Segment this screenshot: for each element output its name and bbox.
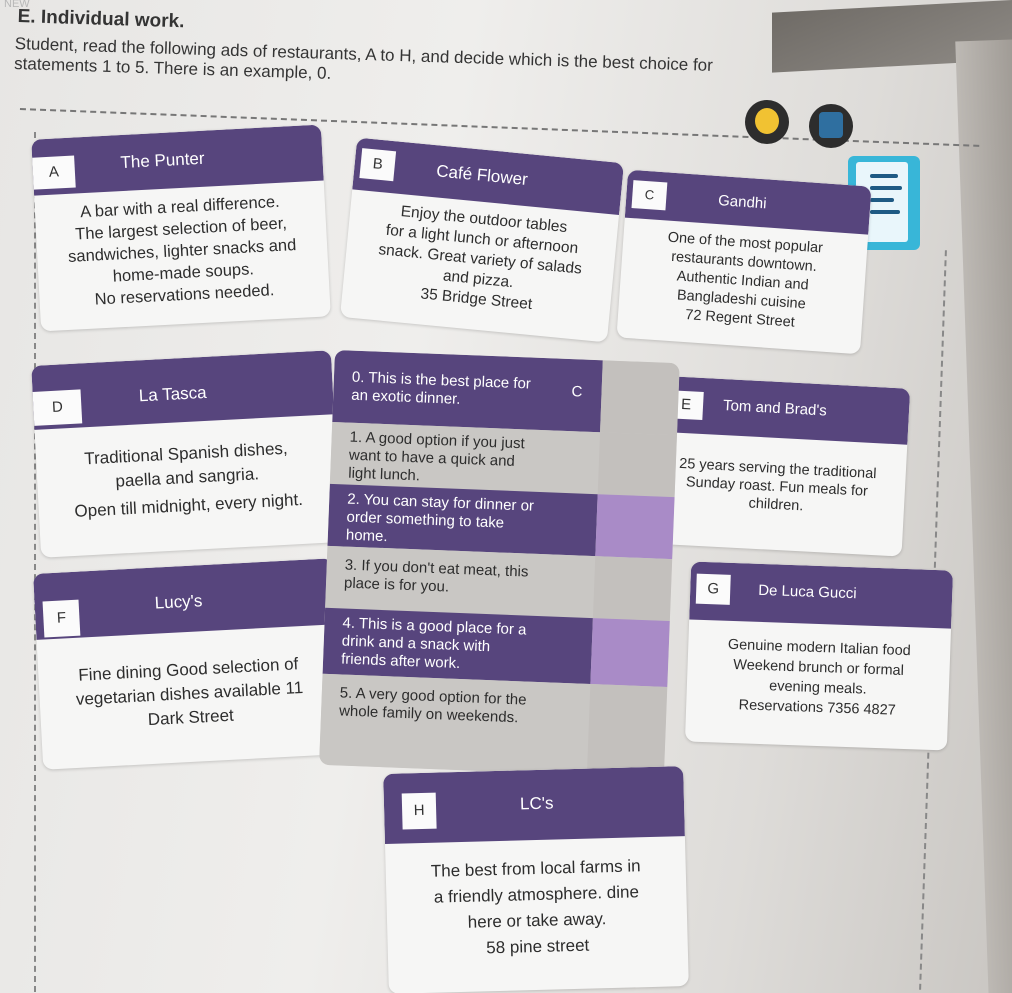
ad-card-h: H LC's The best from local farms in a fr… (383, 766, 689, 993)
statements-panel: 0. This is the best place for an exotic … (319, 350, 680, 778)
left-dashed-border (34, 132, 36, 992)
ad-name: La Tasca (138, 382, 208, 406)
ad-letter: C (631, 180, 668, 211)
ad-name: LC's (519, 793, 554, 814)
statement-row-5: 5. A very good option for the whole fami… (319, 673, 591, 775)
answer-box: C (571, 383, 583, 401)
statement-row-0: 0. This is the best place for an exotic … (332, 350, 603, 433)
ad-letter: H (401, 792, 437, 830)
ad-name: Lucy's (154, 591, 203, 613)
answer-cell-2[interactable] (595, 494, 675, 560)
answer-cell-4[interactable] (590, 618, 670, 688)
ad-letter: A (32, 155, 76, 190)
ad-card-d: D La Tasca Traditional Spanish dishes, p… (31, 350, 341, 558)
answer-cell-0 (600, 360, 680, 436)
answer-cell-5[interactable] (586, 684, 668, 778)
ad-card-f: F Lucy's Fine dining Good selection of v… (33, 558, 343, 770)
student-icon (745, 100, 789, 144)
statement-row-1: 1. A good option if you just want to hav… (329, 421, 601, 495)
statement-row-3: 3. If you don't eat meat, this place is … (325, 545, 596, 619)
ad-card-a: A The Punter A bar with a real differenc… (31, 124, 331, 332)
answer-cell-3[interactable] (592, 556, 673, 622)
watermark: NEW (4, 0, 30, 10)
page-edge (955, 39, 1012, 993)
statement-row-4: 4. This is a good place for a drink and … (322, 607, 593, 685)
ad-card-g: G De Luca Gucci Genuine modern Italian f… (684, 561, 954, 751)
answer-cell-1[interactable] (597, 432, 677, 498)
ad-letter: B (359, 148, 397, 182)
ad-letter: D (32, 389, 83, 426)
ad-card-b: B Café Flower Enjoy the outdoor tables f… (339, 137, 625, 343)
ad-name: De Luca Gucci (757, 581, 857, 603)
statement-row-2: 2. You can stay for dinner or order some… (327, 483, 598, 557)
header: E. Individual work. Student, read the fo… (14, 6, 736, 97)
ad-card-c: C Gandhi One of the most popular restaur… (616, 169, 872, 355)
ad-name: Gandhi (717, 192, 768, 213)
writing-icon (809, 104, 853, 148)
activity-icons (735, 92, 853, 148)
ad-letter: G (695, 573, 731, 605)
ad-card-e: E Tom and Brad's 25 years serving the tr… (645, 375, 911, 557)
ad-letter: F (42, 599, 81, 638)
